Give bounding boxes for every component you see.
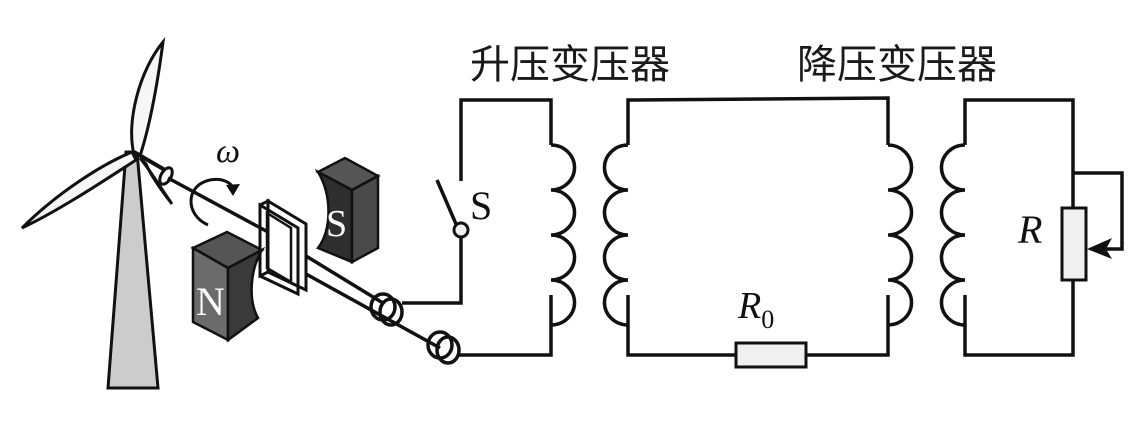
switch-s[interactable] <box>435 179 470 239</box>
magnet-north: N <box>190 230 266 343</box>
rheostat-slider-arrow-icon <box>1087 238 1112 259</box>
step-up-primary-coil <box>550 143 577 327</box>
step-down-transformer-label: 降压变压器 <box>797 42 997 88</box>
load-resistor-label: R <box>1017 207 1042 252</box>
shaft-upper <box>305 254 384 305</box>
armature-coil <box>258 198 308 297</box>
transmission-circuit <box>602 96 914 369</box>
line-resistor-label: R0 <box>737 285 774 334</box>
turbine-blade-lower <box>138 156 174 205</box>
rotor-shaft <box>167 176 269 234</box>
slip-ring-2 <box>426 330 461 365</box>
load-circuit <box>939 98 1124 357</box>
load-rheostat-r[interactable] <box>1060 206 1088 282</box>
slip-ring-1 <box>369 292 404 327</box>
magnet-south-label: S <box>326 203 347 245</box>
step-down-primary-coil <box>887 143 914 327</box>
line-resistor-r0 <box>734 341 808 369</box>
turbine-tower <box>106 150 160 390</box>
step-up-secondary-coil <box>602 143 629 327</box>
step-down-secondary-coil <box>939 143 966 327</box>
turbine-blade-left <box>20 150 138 230</box>
step-up-transformer-label: 升压变压器 <box>470 42 670 88</box>
angular-velocity-label: ω <box>216 133 240 170</box>
magnet-north-label: N <box>196 279 225 324</box>
wind-turbine <box>20 36 174 390</box>
primary-circuit <box>402 98 577 357</box>
switch-label: S <box>470 183 492 228</box>
line-resistor-subscript: 0 <box>761 305 774 334</box>
rotation-arrow-icon <box>189 177 240 227</box>
magnet-south: S <box>314 156 381 265</box>
turbine-nacelle <box>132 150 167 172</box>
turbine-blade-top <box>130 36 166 158</box>
